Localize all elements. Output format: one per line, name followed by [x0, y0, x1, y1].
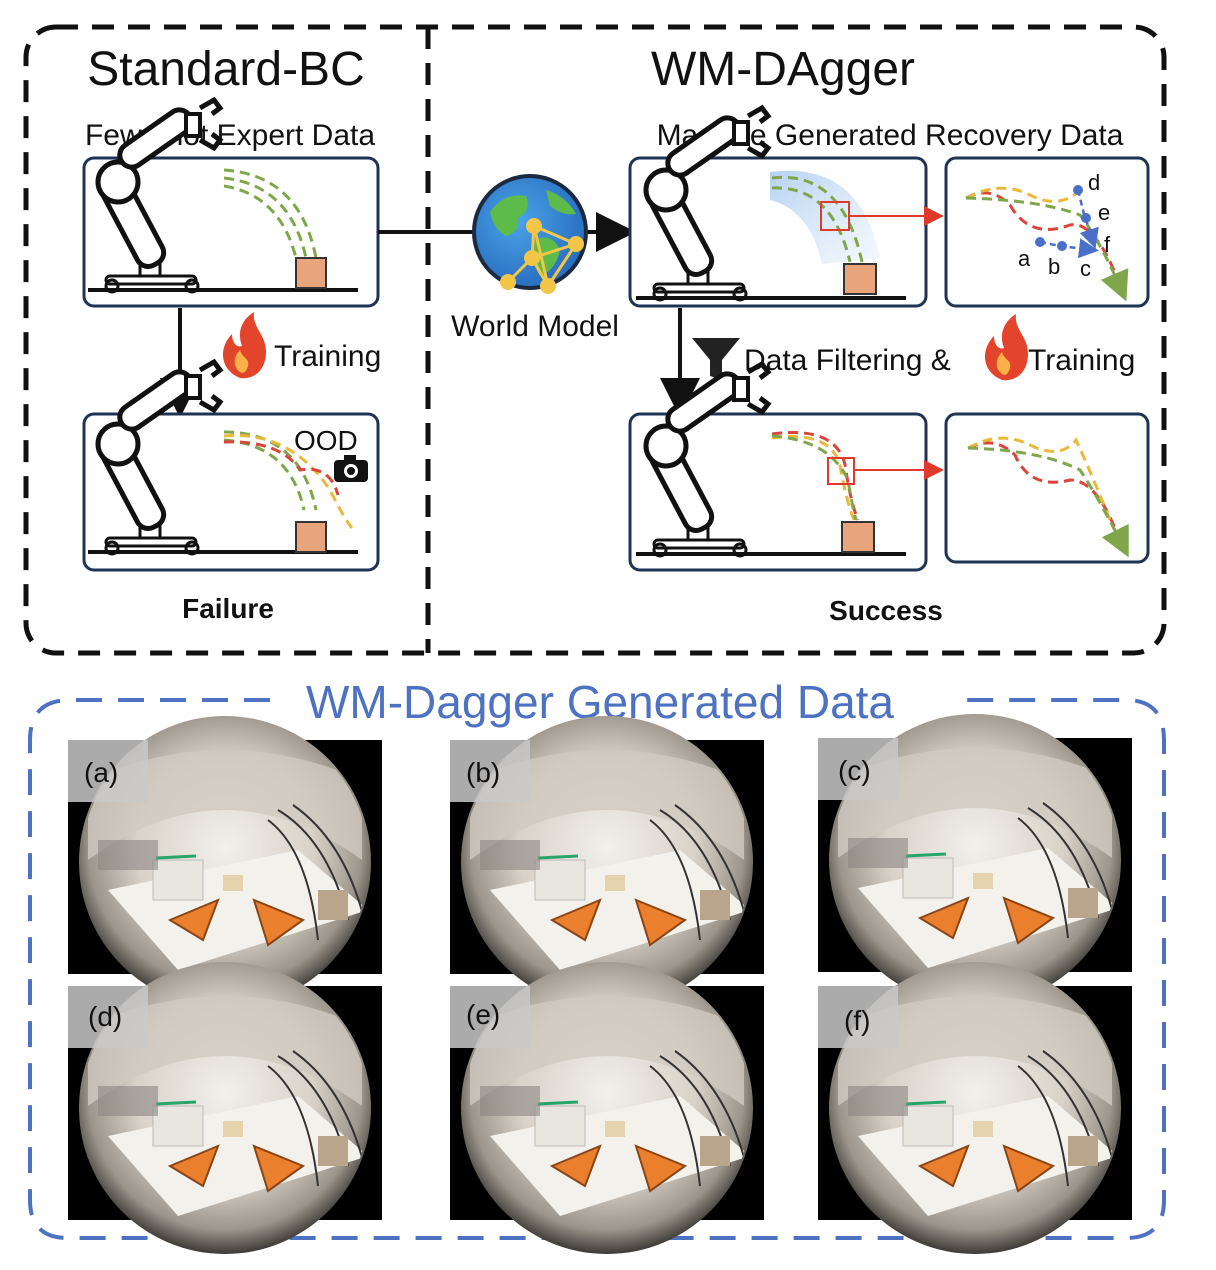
data-filtering-label: Data Filtering & [744, 344, 951, 377]
recovery-points [1035, 185, 1099, 259]
frame-label-b: (b) [466, 757, 500, 788]
fire-icon-2 [984, 314, 1028, 381]
standard-bc-title: Standard-BC [87, 43, 364, 96]
generated-glow [770, 170, 880, 264]
zoomed-success-trajectories [967, 436, 1129, 558]
target-box-success [841, 521, 875, 553]
failure-trajectories [223, 430, 354, 529]
point-label-e: e [1098, 200, 1110, 225]
success-label: Success [829, 595, 943, 626]
world-model-label: World Model [451, 310, 619, 343]
zoomed-generated-panel [944, 156, 1150, 308]
fire-icon [222, 312, 266, 379]
target-box-generated [843, 263, 877, 295]
point-label-d: d [1088, 170, 1100, 195]
frame-label-f: (f) [844, 1005, 870, 1036]
training-label: Training [274, 340, 381, 373]
top-section-frame [23, 24, 1167, 656]
frame-label-c: (c) [838, 755, 871, 786]
globe-icon [472, 174, 588, 294]
filtering-training-label: Training [1028, 344, 1135, 377]
target-box [295, 257, 327, 289]
point-label-c: c [1080, 256, 1091, 281]
expert-trajectories [223, 168, 318, 259]
failure-label: Failure [182, 593, 274, 624]
target-box-failure [295, 521, 327, 553]
frame-label-a: (a) [84, 757, 118, 788]
wm-dagger-title: WM-DAgger [651, 43, 915, 96]
camera-icon [334, 455, 368, 482]
zoomed-success-panel [944, 412, 1150, 564]
success-trajectories [771, 431, 860, 521]
ood-label: OOD [294, 425, 358, 456]
frame-label-d: (d) [88, 1001, 122, 1032]
point-label-b: b [1048, 254, 1060, 279]
point-label-f: f [1104, 232, 1111, 257]
frame-label-e: (e) [466, 999, 500, 1030]
point-label-a: a [1018, 246, 1031, 271]
filter-icon [692, 338, 740, 380]
